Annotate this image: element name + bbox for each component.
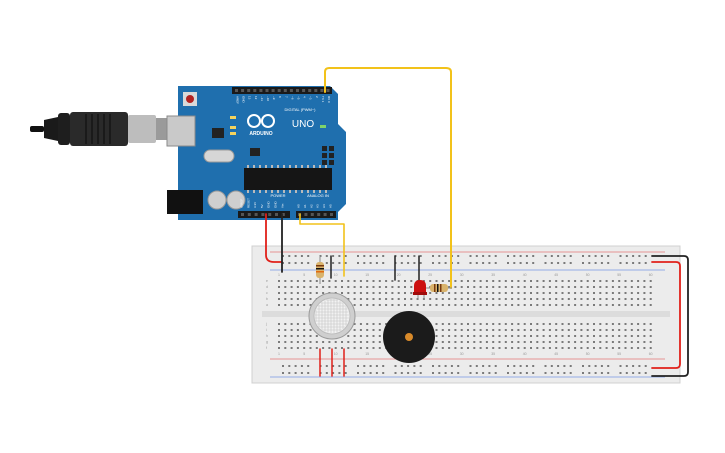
column-number: 1: [278, 352, 280, 356]
power-wire-5v[interactable]: [265, 213, 283, 263]
row-letter: j: [265, 322, 267, 326]
status-leds: [230, 116, 326, 135]
column-number: 35: [491, 273, 495, 277]
digital-pin-label: 8: [278, 96, 282, 98]
analog-pin-label: A1: [303, 204, 307, 208]
digital-pin-label: ~5: [297, 96, 301, 100]
power-pin-label: GND: [267, 201, 271, 209]
column-number: 40: [523, 352, 527, 356]
digital-pin-label: 7: [284, 96, 288, 98]
column-number: 60: [649, 352, 653, 356]
rail-jumper-red[interactable]: [651, 261, 681, 369]
analog-pin-label: A5: [329, 204, 333, 208]
digital-pin-label: RX 0: [327, 96, 331, 103]
analog-pin-label: A0: [297, 204, 301, 208]
digital-pin-label: ~11: [260, 96, 264, 101]
digital-header[interactable]: [232, 87, 332, 94]
digital-pin-label: AREF: [236, 96, 240, 104]
row-letter: e: [266, 279, 268, 283]
piezo-buzzer[interactable]: [383, 311, 435, 363]
digital-pin-label: ~6: [290, 96, 294, 100]
column-number: 40: [523, 273, 527, 277]
column-number: 25: [428, 352, 432, 356]
row-letter: c: [266, 291, 268, 295]
rail-jumper-black[interactable]: [651, 255, 689, 377]
column-number: 45: [554, 352, 558, 356]
row-letter: a: [266, 303, 268, 307]
atmega-chip: [244, 165, 332, 193]
digital-pin-label: ~3: [309, 96, 313, 100]
column-number: 55: [617, 352, 621, 356]
power-pin-label: RESET: [246, 198, 250, 208]
row-letter: d: [266, 285, 268, 289]
power-pin-label: GND: [274, 201, 278, 209]
column-number: 50: [586, 352, 590, 356]
column-number: 55: [617, 273, 621, 277]
column-number: 10: [334, 273, 338, 277]
digital-header-label: DIGITAL (PWM~): [285, 107, 317, 112]
digital-pin-label: ~10: [266, 96, 270, 101]
digital-pin-label: 12: [254, 96, 258, 100]
power-jack: [167, 190, 203, 214]
column-number: 1: [278, 273, 280, 277]
usb-port: [166, 115, 196, 147]
icsp-header: [322, 146, 334, 165]
signal-wire-analog[interactable]: [299, 213, 345, 277]
analog-header-label: ANALOG IN: [307, 193, 329, 198]
power-pin-label: 5V: [260, 204, 264, 208]
row-letter: h: [266, 334, 268, 338]
row-letter: i: [266, 328, 267, 332]
column-number: 5: [303, 352, 305, 356]
analog-pin-label: A2: [309, 204, 313, 208]
column-number: 50: [586, 273, 590, 277]
power-pin-label: IOREF: [240, 199, 244, 208]
analog-pin-label: A3: [316, 204, 320, 208]
led-red[interactable]: [413, 280, 427, 300]
column-number: 20: [397, 273, 401, 277]
column-number: 10: [334, 352, 338, 356]
digital-pin-label: GND: [242, 96, 246, 104]
digital-pin-label: 13: [248, 96, 252, 100]
power-header-label: POWER: [270, 193, 285, 198]
capacitor-icon: [226, 190, 246, 210]
capacitor-icon: [207, 190, 227, 210]
column-number: 45: [554, 273, 558, 277]
row-letter: g: [266, 340, 268, 344]
resistor-led[interactable]: [424, 284, 452, 292]
arduino-brand-text: ARDUINO: [249, 131, 272, 137]
analog-header[interactable]: [296, 211, 336, 218]
crystal-oscillator: [203, 149, 235, 163]
column-number: 15: [365, 273, 369, 277]
analog-pin-label: A4: [322, 204, 326, 208]
resistor-sensor[interactable]: [316, 256, 324, 284]
column-number: 30: [460, 352, 464, 356]
power-pin-label: Vin: [280, 203, 284, 208]
usb-cable[interactable]: [30, 112, 178, 146]
column-number: 35: [491, 352, 495, 356]
row-letter: b: [266, 297, 268, 301]
power-pin-label: 3.3V: [253, 202, 257, 208]
column-number: 30: [460, 273, 464, 277]
digital-pin-label: 2: [315, 96, 319, 98]
column-number: 5: [303, 273, 305, 277]
column-number: 60: [649, 273, 653, 277]
digital-pin-label: ~9: [272, 96, 276, 100]
digital-pin-label: 4: [303, 96, 307, 98]
arduino-model-text: UNO: [292, 119, 314, 130]
gas-sensor[interactable]: [308, 292, 356, 340]
column-number: 15: [365, 352, 369, 356]
row-letter: f: [266, 346, 267, 350]
reset-button[interactable]: [183, 92, 197, 106]
digital-pin-label: TX 1: [321, 96, 325, 103]
column-number: 25: [428, 273, 432, 277]
signal-wire-digital[interactable]: [324, 67, 452, 289]
arduino-logo: [247, 114, 275, 128]
